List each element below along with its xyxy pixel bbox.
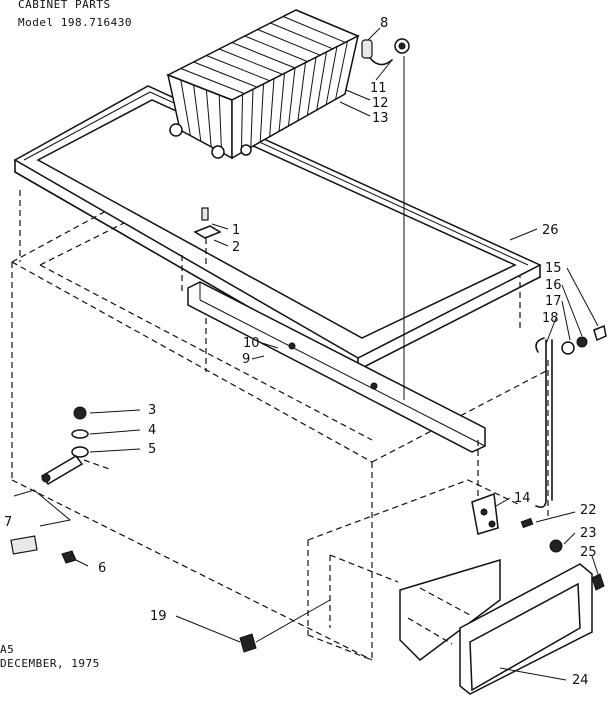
callout-9: 9	[242, 352, 250, 367]
basket-rib	[205, 89, 212, 147]
kick-plate	[399, 558, 605, 695]
basket-rib	[180, 68, 245, 95]
callout-10: 10	[243, 336, 260, 351]
callout-23: 23	[580, 526, 597, 541]
basket-rib	[180, 79, 191, 136]
basket-rib	[297, 62, 306, 121]
basket-rib	[269, 78, 275, 137]
control-knob-hardware	[535, 324, 607, 355]
callout-5: 5	[148, 442, 156, 457]
callout-17: 17	[545, 294, 562, 309]
callout-1: 1	[232, 223, 240, 238]
callout-15: 15	[545, 261, 562, 276]
basket-rib	[244, 35, 308, 63]
basket-rib	[259, 83, 264, 143]
basket-rib	[288, 67, 296, 127]
basket-rib	[270, 22, 333, 50]
callout-3: 3	[148, 403, 156, 418]
hinge-bracket	[471, 492, 563, 553]
basket-rib	[206, 55, 270, 82]
callout-11: 11	[370, 81, 387, 96]
thermostat-tube	[403, 56, 553, 508]
cabinet-body	[11, 171, 549, 661]
drain-fittings	[40, 406, 113, 485]
page-number: A5	[0, 643, 15, 656]
callout-18: 18	[542, 311, 559, 326]
basket-rib	[193, 84, 202, 142]
basket-rib	[306, 57, 317, 116]
lid-hinge-screw	[193, 207, 222, 268]
publication-date: DECEMBER, 1975	[0, 657, 100, 670]
basket-rib	[240, 94, 243, 153]
basket-wheel-icon	[211, 145, 225, 159]
callout-16: 16	[545, 278, 562, 293]
drain-plug	[10, 489, 77, 564]
model-number: Model 198.716430	[18, 16, 132, 29]
screw-19	[239, 599, 331, 653]
callout-25: 25	[580, 545, 597, 560]
diagram-title: CABINET PARTS	[18, 0, 111, 11]
basket-wheel-icon	[240, 144, 252, 156]
callout-12: 12	[372, 96, 389, 111]
basket-rib	[257, 29, 321, 56]
callout-7: 7	[4, 515, 12, 530]
basket-rib	[218, 94, 223, 153]
callout-leaders	[75, 27, 599, 681]
callout-22: 22	[580, 503, 597, 518]
basket-rib	[193, 61, 258, 88]
callout-8: 8	[380, 16, 388, 31]
callout-19: 19	[150, 609, 167, 624]
callout-24: 24	[572, 673, 589, 688]
basket-rib	[283, 16, 346, 43]
wire-basket	[166, 9, 360, 160]
callout-4: 4	[148, 423, 156, 438]
basket-rib	[325, 46, 338, 105]
basket-rib	[335, 41, 348, 100]
callout-26: 26	[542, 223, 559, 238]
basket-rib	[278, 73, 285, 132]
callout-6: 6	[98, 561, 106, 576]
basket-rib	[316, 51, 327, 111]
basket-rib	[231, 42, 296, 69]
basket-rib	[250, 89, 254, 148]
basket-wheel-icon	[169, 123, 183, 137]
drain-rail	[181, 255, 486, 453]
callout-14: 14	[514, 491, 531, 506]
callout-13: 13	[372, 111, 389, 126]
callout-2: 2	[232, 240, 240, 255]
basket-hanger	[361, 38, 410, 66]
basket-rib	[219, 48, 283, 75]
callout-labels: 8 11 12 13 1 2 26 15 16 17 18 10 9 3 4 5…	[4, 16, 597, 688]
